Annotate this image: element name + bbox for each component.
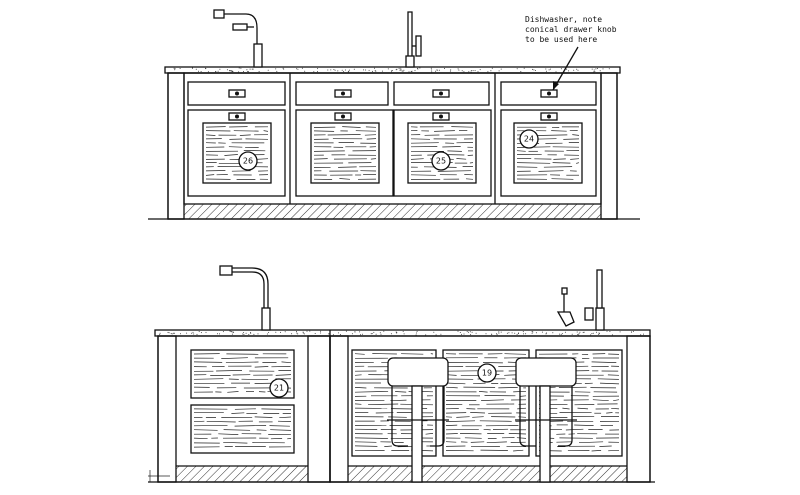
tag-21-label: 21 — [274, 384, 284, 393]
countertop-speckle-bottom — [159, 330, 644, 336]
tag-19 — [477, 363, 497, 383]
tag-25-label: 25 — [436, 157, 446, 166]
tag-25 — [431, 151, 451, 171]
faucet-bottom-left — [219, 265, 271, 331]
tag-19-label: 19 — [482, 369, 492, 378]
bar-stool-right — [515, 357, 577, 483]
tag-21 — [269, 378, 289, 398]
drawer-top-1[interactable] — [187, 81, 286, 106]
door-top-1[interactable] — [187, 109, 286, 197]
drawer-pulls-top[interactable] — [228, 89, 558, 121]
tag-26 — [238, 151, 258, 171]
tag-24-label: 24 — [524, 135, 534, 144]
countertop-speckle — [173, 67, 610, 73]
bar-stool-left — [387, 357, 449, 483]
countertop-bottom — [154, 329, 651, 337]
toe-kick-top — [183, 203, 602, 220]
drawer-top-3[interactable] — [393, 81, 490, 106]
panel-bottom-3 — [535, 349, 623, 457]
panel-bottom-1 — [351, 349, 437, 457]
countertop-top — [164, 66, 621, 74]
end-panel-left-top — [167, 72, 185, 220]
faucet-top-left — [213, 9, 263, 68]
note-line-1: Dishwasher, note — [525, 15, 602, 24]
door-top-4[interactable] — [500, 109, 597, 197]
panel-bottom-2 — [442, 349, 530, 457]
faucet-top-center — [405, 11, 422, 68]
tag-26-label: 26 — [243, 157, 253, 166]
faucet-bottom-right — [556, 269, 605, 331]
top-elevation: 26 25 24 Dishwasher, note conical drawer… — [148, 9, 640, 220]
drawer-bottom-2[interactable] — [190, 404, 295, 454]
tag-24 — [519, 129, 539, 149]
note-leader — [552, 46, 579, 91]
bottom-elevation: 21 19 — [148, 265, 655, 483]
drawer-bottom-1[interactable] — [190, 349, 295, 399]
toe-kick-bottom-left — [175, 465, 309, 483]
drawer-top-4[interactable] — [500, 81, 597, 106]
end-panel-right-top — [600, 72, 618, 220]
note-line-2: conical drawer knob — [525, 25, 617, 34]
note-line-3: to be used here — [525, 35, 597, 44]
toe-kick-bottom-right — [347, 465, 628, 483]
door-top-3[interactable] — [393, 109, 492, 197]
drawer-top-2[interactable] — [295, 81, 389, 106]
door-top-2[interactable] — [295, 109, 394, 197]
